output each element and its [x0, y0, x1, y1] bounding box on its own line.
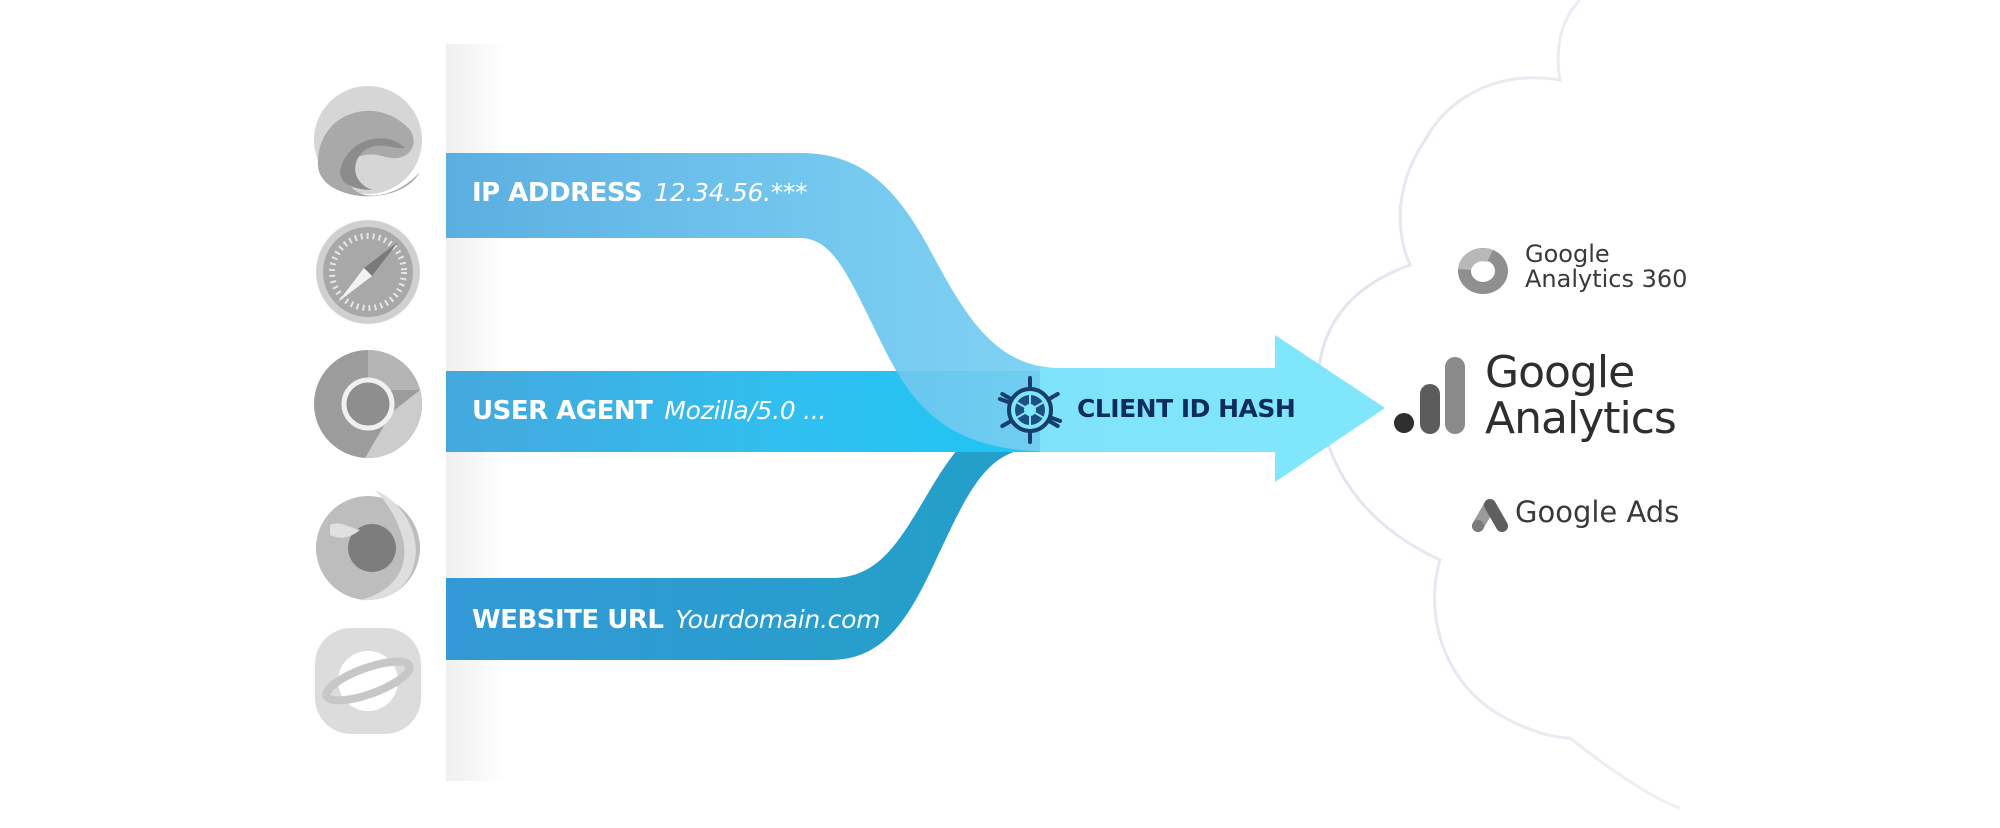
google-analytics-icon: [1394, 357, 1465, 434]
product-name-line1: Google: [1525, 240, 1610, 268]
firefox-icon: [316, 490, 420, 601]
product-name-line1: Google: [1485, 347, 1635, 398]
flow-label-ip-address: IP ADDRESS 12.34.56.***: [472, 178, 808, 208]
flow-value: 12.34.56.***: [654, 178, 808, 207]
flow-band-website-url: [446, 411, 1040, 660]
flow-key: IP ADDRESS: [472, 178, 643, 208]
output-arrow-shaft: [1040, 368, 1280, 452]
product-analytics-360: Google Analytics 360: [1525, 240, 1688, 294]
chrome-icon: [314, 350, 422, 459]
flow-label-user-agent: USER AGENT Mozilla/5.0 ...: [472, 396, 826, 426]
safari-icon: [316, 220, 420, 324]
edge-icon: [314, 86, 422, 197]
flow-value: Mozilla/5.0 ...: [664, 396, 827, 425]
flow-value: Yourdomain.com: [675, 605, 881, 634]
output-arrowhead: [1275, 335, 1385, 482]
product-google-ads: Google Ads: [1515, 495, 1680, 529]
client-id-hash-label: CLIENT ID HASH: [1077, 394, 1296, 423]
samsung-internet-icon: [315, 628, 421, 734]
analytics-360-icon: [1458, 248, 1508, 294]
flow-key: USER AGENT: [472, 396, 653, 426]
google-ads-icon: [1472, 499, 1508, 532]
flow-label-website-url: WEBSITE URL Yourdomain.com: [472, 605, 880, 635]
product-google-analytics: Google Analytics: [1485, 347, 1677, 445]
product-name-line2: Analytics: [1485, 393, 1677, 445]
flow-key: WEBSITE URL: [472, 605, 664, 635]
ship-wheel-icon: [997, 376, 1063, 444]
product-name-line2: Analytics 360: [1525, 265, 1688, 294]
